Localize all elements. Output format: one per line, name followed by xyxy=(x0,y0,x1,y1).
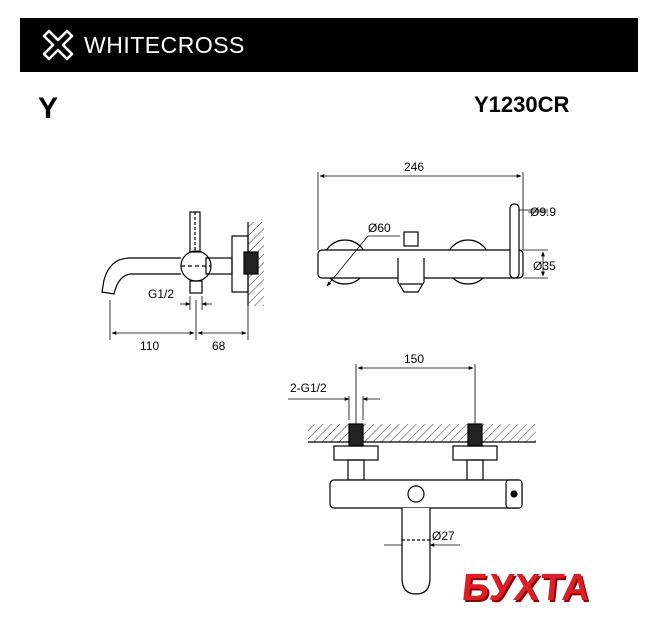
front-lever xyxy=(509,203,520,279)
brand-header: WHITECROSS xyxy=(20,18,638,72)
model-code: Y1230CR xyxy=(474,92,570,117)
label-overall-width: 246 xyxy=(404,160,424,174)
x-cross-logo-icon xyxy=(42,29,74,61)
store-watermark: БУХТА xyxy=(459,567,593,609)
top-wall-hatch xyxy=(308,424,536,442)
inlet-left-thread xyxy=(348,423,364,447)
side-outlet xyxy=(189,280,203,294)
inlet-right-flange xyxy=(452,445,498,461)
inlet-right-thread xyxy=(467,423,483,447)
inlet-left-flange xyxy=(333,445,379,461)
side-view xyxy=(101,211,264,340)
label-body-diameter: Ø35 xyxy=(533,259,556,273)
label-inlet-spacing: 150 xyxy=(404,352,424,366)
top-body xyxy=(329,479,523,509)
top-view xyxy=(288,364,536,595)
label-lever-diameter: Ø9.9 xyxy=(530,205,556,219)
wall-thread xyxy=(243,251,259,275)
label-spout-reach: 110 xyxy=(140,339,159,353)
label-wall-depth: 68 xyxy=(212,339,226,353)
label-side-connection: G1/2 xyxy=(148,287,174,301)
brand-name: WHITECROSS xyxy=(84,32,245,58)
label-inlet-connections: 2-G1/2 xyxy=(290,381,327,395)
side-spout xyxy=(101,257,181,295)
diverter-knob xyxy=(403,231,419,247)
label-flange-diameter: Ø60 xyxy=(368,221,391,235)
top-spout xyxy=(401,508,431,595)
label-spout-diameter: Ø27 xyxy=(432,529,455,543)
series-letter: Y xyxy=(38,92,59,125)
inlet-left-connector xyxy=(347,459,365,481)
front-outlet xyxy=(397,258,425,293)
front-view xyxy=(317,172,548,293)
inlet-right-connector xyxy=(466,459,484,481)
top-diverter xyxy=(407,485,425,503)
